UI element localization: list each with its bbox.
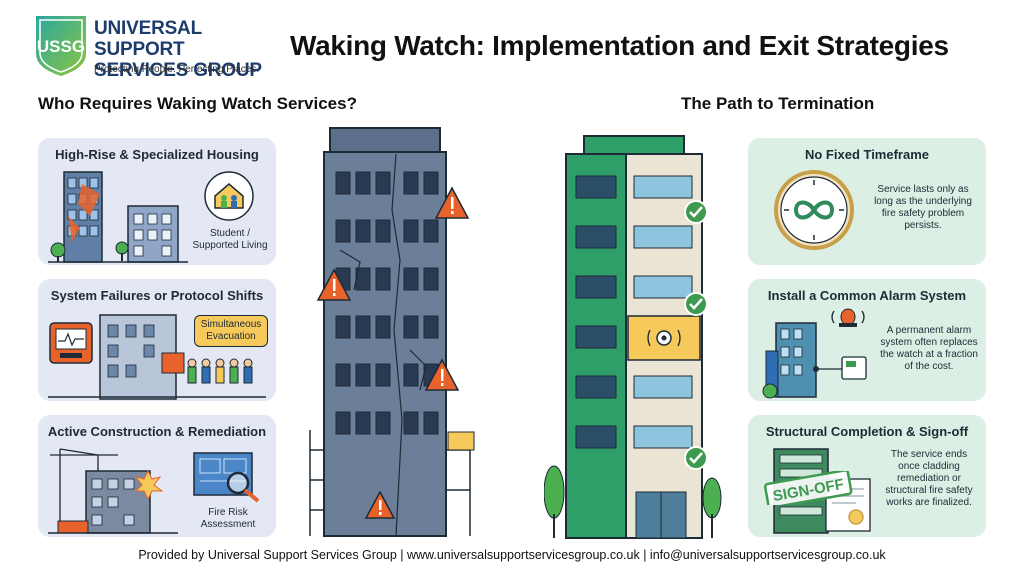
card-title: System Failures or Protocol Shifts: [50, 288, 264, 303]
signoff-stamp-icon: SIGN-OFF: [763, 471, 853, 505]
org-tagline: Protecting People. Perfecting Places.: [94, 64, 260, 75]
alarm-sensor-icon: [647, 329, 681, 347]
card-title: Active Construction & Remediation: [47, 424, 267, 439]
card-text: The service ends once cladding remediati…: [885, 449, 973, 508]
house-people-icon: [204, 171, 254, 221]
warning-triangle-icon: [424, 358, 460, 391]
card-title: Install a Common Alarm System: [767, 288, 967, 303]
card-text: Service lasts only as long as the underl…: [874, 184, 972, 231]
evacuation-bubble: Simultaneous Evacuation: [194, 315, 268, 347]
check-badge-icon: [684, 446, 708, 470]
card-system-failures: System Failures or Protocol Shifts Simul…: [38, 279, 276, 401]
logo-letters: USSG: [37, 37, 85, 56]
scaffolding: [309, 430, 471, 536]
org-name: UNIVERSAL SUPPORT SERVICES GROUP: [94, 18, 262, 81]
blueprint-magnifier-icon: [193, 452, 260, 503]
check-badge-icon: [684, 200, 708, 224]
check-badge-icon: [684, 292, 708, 316]
card-caption: Fire Risk Assessment: [200, 507, 256, 530]
card-common-alarm: Install a Common Alarm System A permanen…: [748, 279, 986, 401]
alarm-panel-icon: [49, 322, 93, 364]
card-text: A permanent alarm system often replaces …: [880, 325, 978, 372]
card-no-fixed-timeframe: No Fixed Timeframe Service lasts only as…: [748, 138, 986, 265]
tree-icon: [544, 465, 565, 538]
card-caption: Student / Supported Living: [192, 228, 268, 251]
footer-contact: Provided by Universal Support Services G…: [138, 548, 886, 562]
alarm-building-icon: [762, 308, 867, 399]
remediated-tower-illustration: [544, 135, 722, 539]
construction-illustration: [48, 448, 178, 534]
logo-shield-icon: USSG: [36, 16, 86, 76]
warning-triangle-icon: [316, 268, 352, 301]
card-title: No Fixed Timeframe: [804, 147, 930, 162]
high-rise-buildings-illustration: [48, 171, 188, 263]
left-section-title: Who Requires Waking Watch Services?: [38, 94, 357, 113]
damaged-tower-illustration: [309, 127, 475, 537]
warning-triangle-icon: [364, 490, 396, 519]
card-active-construction: Active Construction & Remediation Fire R…: [38, 415, 276, 537]
card-title: Structural Completion & Sign-off: [765, 424, 969, 439]
card-structural-completion: Structural Completion & Sign-off SIGN-OF…: [748, 415, 986, 537]
infinity-clock-icon: [774, 170, 854, 250]
card-high-rise: High-Rise & Specialized Housing Student …: [38, 138, 276, 265]
page-title: Waking Watch: Implementation and Exit St…: [290, 30, 949, 61]
system-failure-illustration: [48, 314, 266, 400]
right-section-title: The Path to Termination: [681, 94, 875, 113]
card-title: High-Rise & Specialized Housing: [55, 147, 259, 162]
tree-icon: [702, 477, 722, 538]
warning-triangle-icon: [434, 186, 470, 219]
company-logo: USSG UNIVERSAL SUPPORT SERVICES GROUP Pr…: [34, 14, 264, 81]
